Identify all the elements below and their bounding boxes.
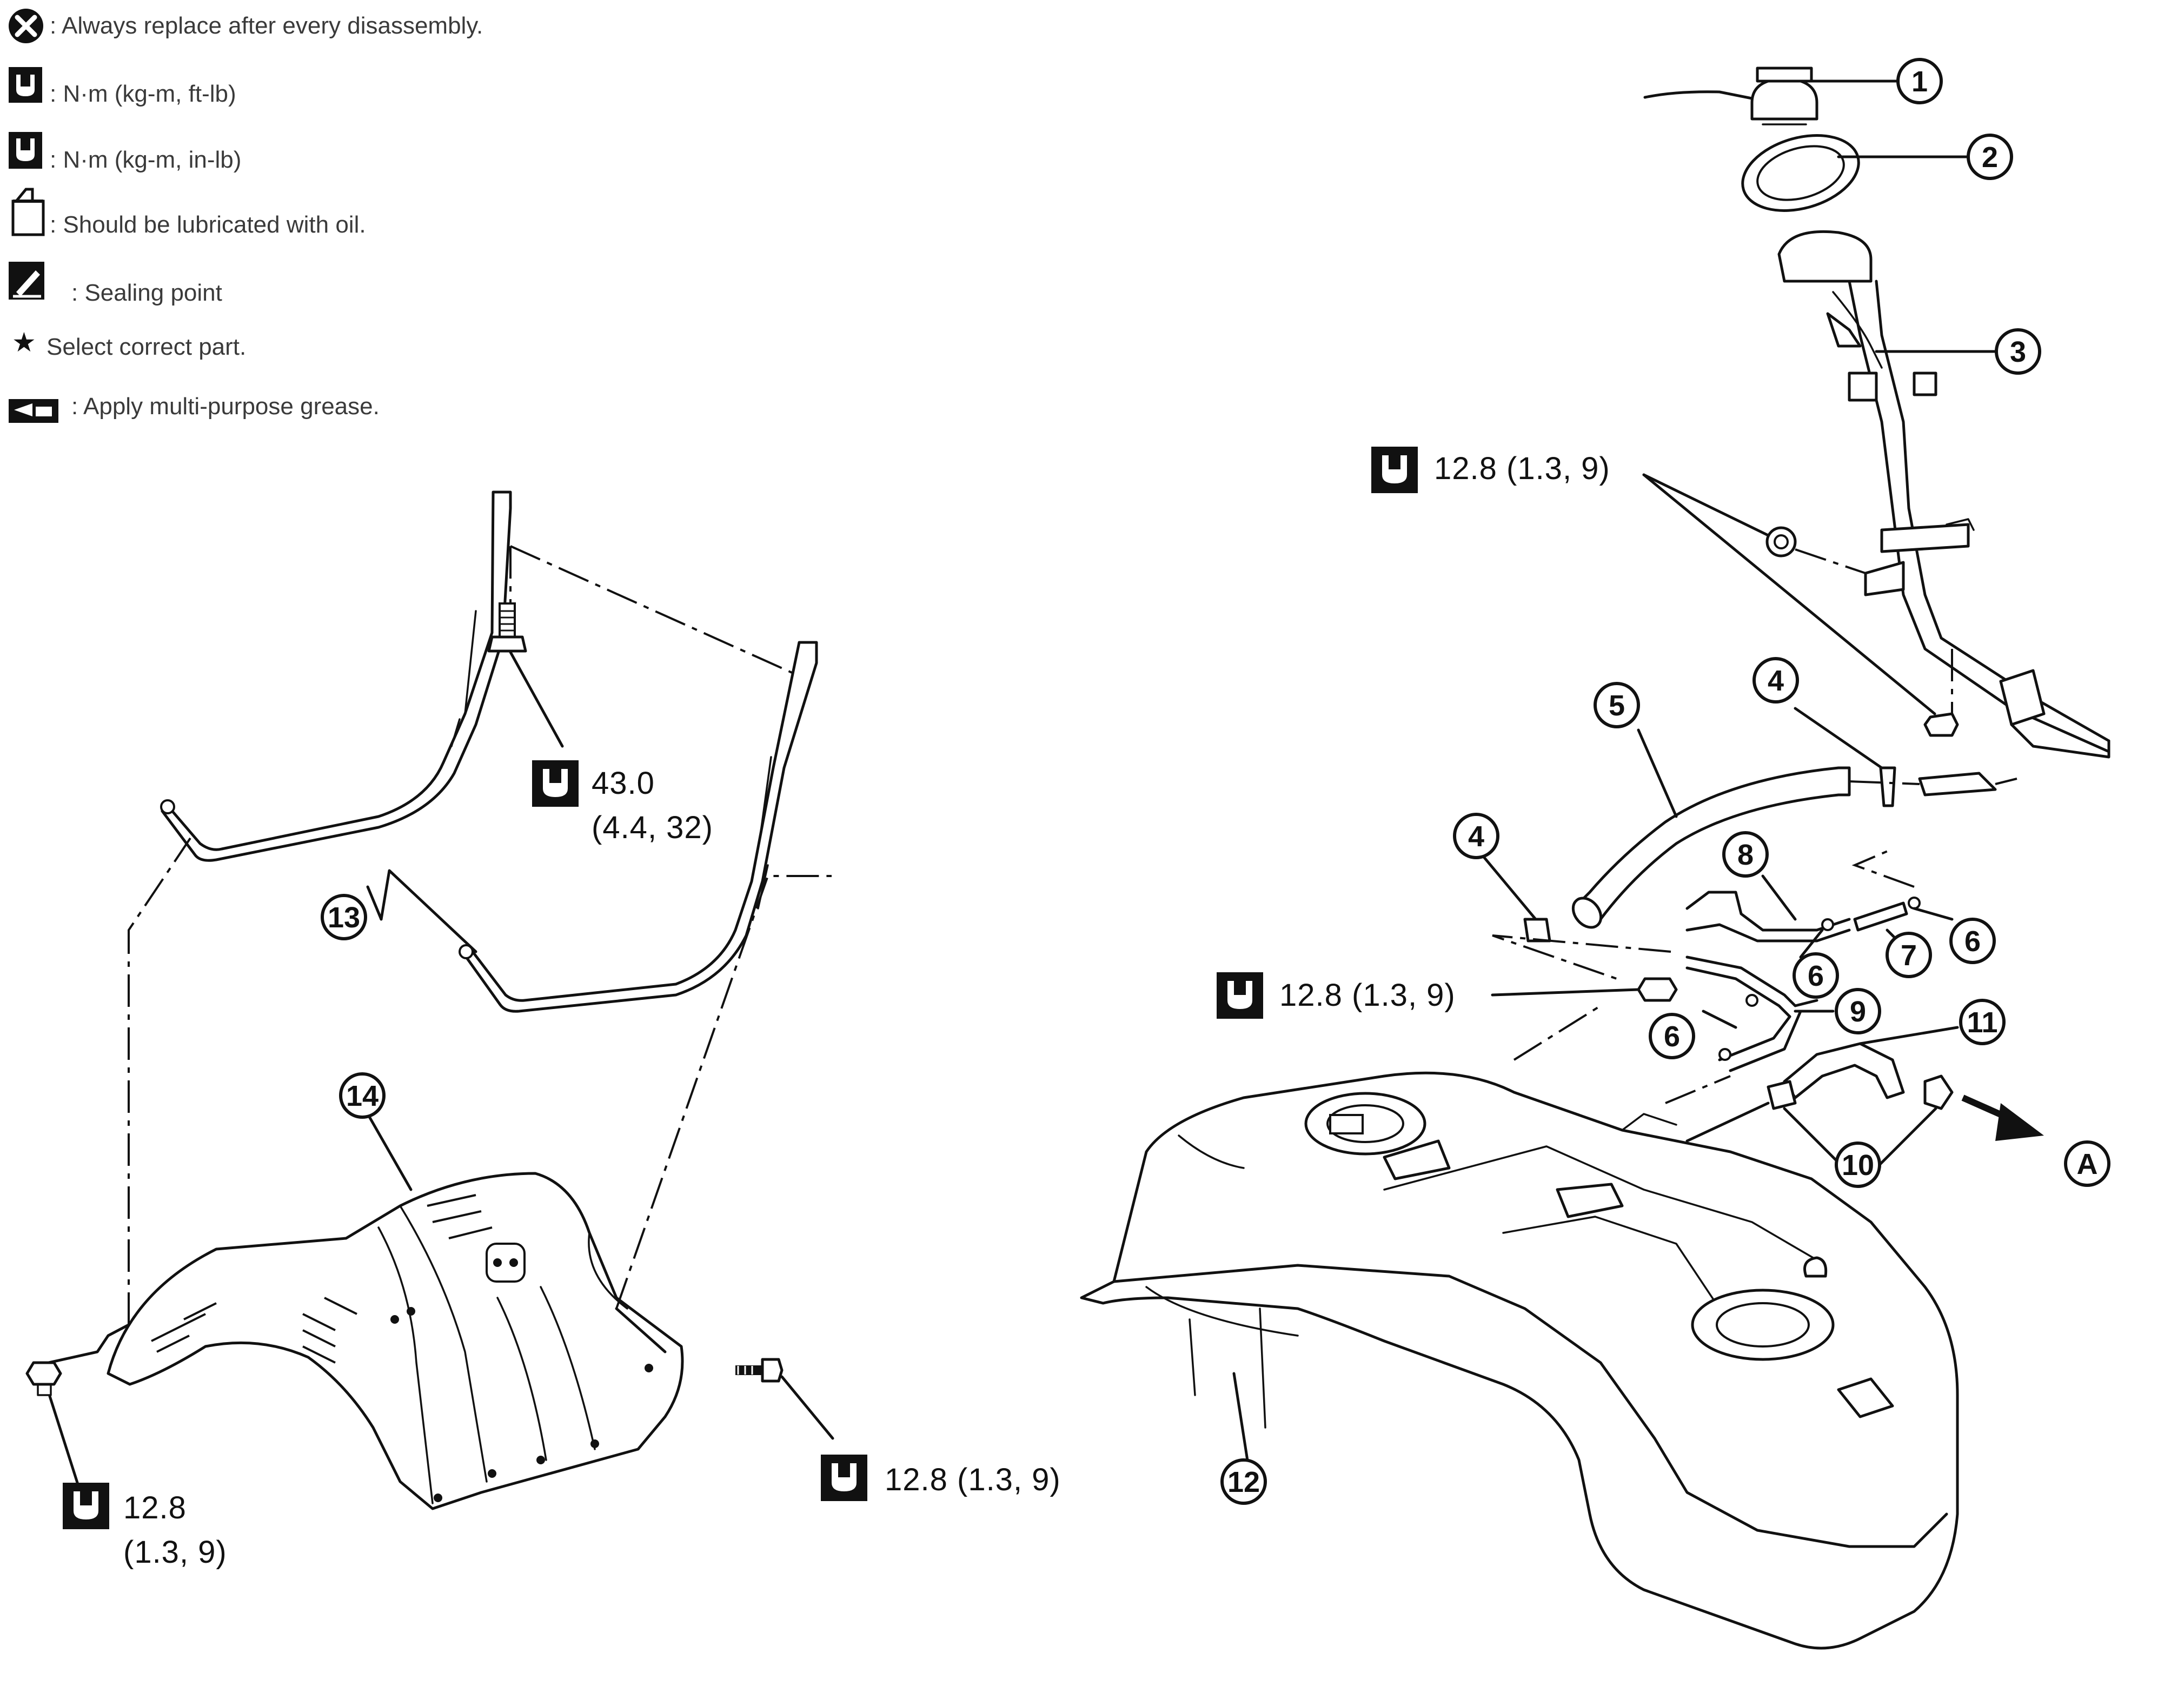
replace-part-icon bbox=[9, 9, 43, 43]
fuel-hoses bbox=[1523, 766, 2017, 943]
svg-text:13: 13 bbox=[328, 901, 360, 934]
torque-badge-band-bolt: 43.0 (4.4, 32) bbox=[532, 760, 713, 845]
svg-text:7: 7 bbox=[1901, 939, 1917, 972]
fuel-tank bbox=[1080, 1071, 1959, 1650]
vapor-tubes bbox=[1492, 848, 1921, 1072]
svg-text:12: 12 bbox=[1227, 1466, 1260, 1498]
callout-13: 13 bbox=[321, 894, 367, 940]
protector-nut-left bbox=[25, 1361, 62, 1396]
svg-text:4: 4 bbox=[1468, 820, 1484, 853]
torque-band-bolt-value: 43.0 bbox=[592, 766, 655, 801]
torque-protector-nut-value: 12.8 bbox=[123, 1490, 187, 1525]
callout-12: 12 bbox=[1220, 1458, 1267, 1505]
torque-badge-protector-bolt: 12.8 (1.3, 9) bbox=[821, 1455, 1061, 1501]
callout-a: A bbox=[2064, 1140, 2110, 1187]
torque-filler-text: 12.8 (1.3, 9) bbox=[1434, 451, 1610, 486]
torque-inlb-icon bbox=[9, 132, 42, 169]
legend: : Always replace after every disassembly… bbox=[9, 9, 483, 423]
legend-text-sealing: : Sealing point bbox=[71, 280, 222, 306]
vent-bracket-nut bbox=[1637, 977, 1678, 1002]
svg-text:1: 1 bbox=[1911, 65, 1928, 98]
callout-6-a: 6 bbox=[1949, 918, 1996, 964]
callout-9: 9 bbox=[1835, 988, 1881, 1034]
hose-11 bbox=[1767, 1042, 1954, 1110]
svg-text:A: A bbox=[2077, 1148, 2098, 1180]
sealing-point-icon bbox=[9, 262, 44, 300]
callout-8: 8 bbox=[1722, 831, 1769, 878]
svg-text:4: 4 bbox=[1768, 665, 1784, 697]
callout-4-upper: 4 bbox=[1752, 657, 1799, 704]
callout-5: 5 bbox=[1594, 682, 1640, 728]
callout-6-c: 6 bbox=[1649, 1013, 1695, 1059]
leader-lines bbox=[366, 79, 1997, 1191]
legend-text-torque-ftlb: : N·m (kg-m, ft-lb) bbox=[50, 81, 236, 107]
band-bolt bbox=[487, 602, 527, 653]
callout-11: 11 bbox=[1959, 999, 2006, 1045]
direction-arrow-a bbox=[1961, 1094, 2044, 1141]
svg-text:6: 6 bbox=[1664, 1020, 1680, 1053]
torque-band-bolt-units: (4.4, 32) bbox=[592, 810, 713, 845]
svg-text:10: 10 bbox=[1842, 1149, 1874, 1182]
legend-text-oil: : Should be lubricated with oil. bbox=[50, 211, 366, 238]
legend-text-grease: : Apply multi-purpose grease. bbox=[71, 393, 380, 420]
torque-badge-tank-nut: 12.8 (1.3, 9) bbox=[1217, 972, 1456, 1019]
svg-text:9: 9 bbox=[1850, 995, 1866, 1028]
fuel-tank-bands bbox=[160, 490, 818, 1013]
torque-protector-nut-units: (1.3, 9) bbox=[123, 1535, 227, 1570]
filler-tube bbox=[1777, 230, 2110, 759]
svg-text:11: 11 bbox=[1967, 1006, 1997, 1039]
callout-3: 3 bbox=[1995, 328, 2041, 375]
grease-icon bbox=[9, 399, 58, 423]
legend-text-select: Select correct part. bbox=[47, 334, 246, 360]
callout-1: 1 bbox=[1896, 58, 1943, 104]
svg-text:3: 3 bbox=[2010, 336, 2026, 368]
protector-bolt-right bbox=[735, 1358, 784, 1383]
svg-text:5: 5 bbox=[1609, 689, 1625, 722]
legend-text-replace: : Always replace after every disassembly… bbox=[50, 12, 483, 39]
filler-ring bbox=[1741, 134, 1860, 212]
legend-text-torque-inlb: : N·m (kg-m, in-lb) bbox=[50, 147, 241, 173]
torque-badge-protector-nut: 12.8 (1.3, 9) bbox=[63, 1483, 227, 1570]
callout-7: 7 bbox=[1886, 932, 1932, 978]
callout-6-b: 6 bbox=[1793, 952, 1839, 999]
svg-text:6: 6 bbox=[1964, 925, 1981, 958]
callout-4-lower: 4 bbox=[1453, 813, 1499, 859]
filler-bracket-nut bbox=[1765, 526, 1797, 558]
callout-14: 14 bbox=[339, 1072, 386, 1119]
heat-protector bbox=[107, 1172, 684, 1510]
svg-text:6: 6 bbox=[1808, 960, 1824, 992]
svg-text:14: 14 bbox=[346, 1080, 379, 1112]
star-icon: ★ bbox=[12, 327, 36, 358]
torque-protector-bolt-text: 12.8 (1.3, 9) bbox=[885, 1462, 1061, 1497]
torque-tank-nut-text: 12.8 (1.3, 9) bbox=[1279, 978, 1456, 1013]
tank-bracket-nut bbox=[1923, 712, 1959, 737]
torque-ftlb-icon bbox=[9, 67, 42, 103]
filler-cap bbox=[1643, 67, 1818, 125]
svg-text:2: 2 bbox=[1982, 141, 1998, 174]
callout-2: 2 bbox=[1967, 134, 2013, 180]
svg-text:8: 8 bbox=[1737, 839, 1754, 871]
oil-can-icon bbox=[11, 188, 45, 236]
callout-10: 10 bbox=[1835, 1141, 1881, 1188]
torque-badge-filler: 12.8 (1.3, 9) bbox=[1371, 447, 1610, 493]
